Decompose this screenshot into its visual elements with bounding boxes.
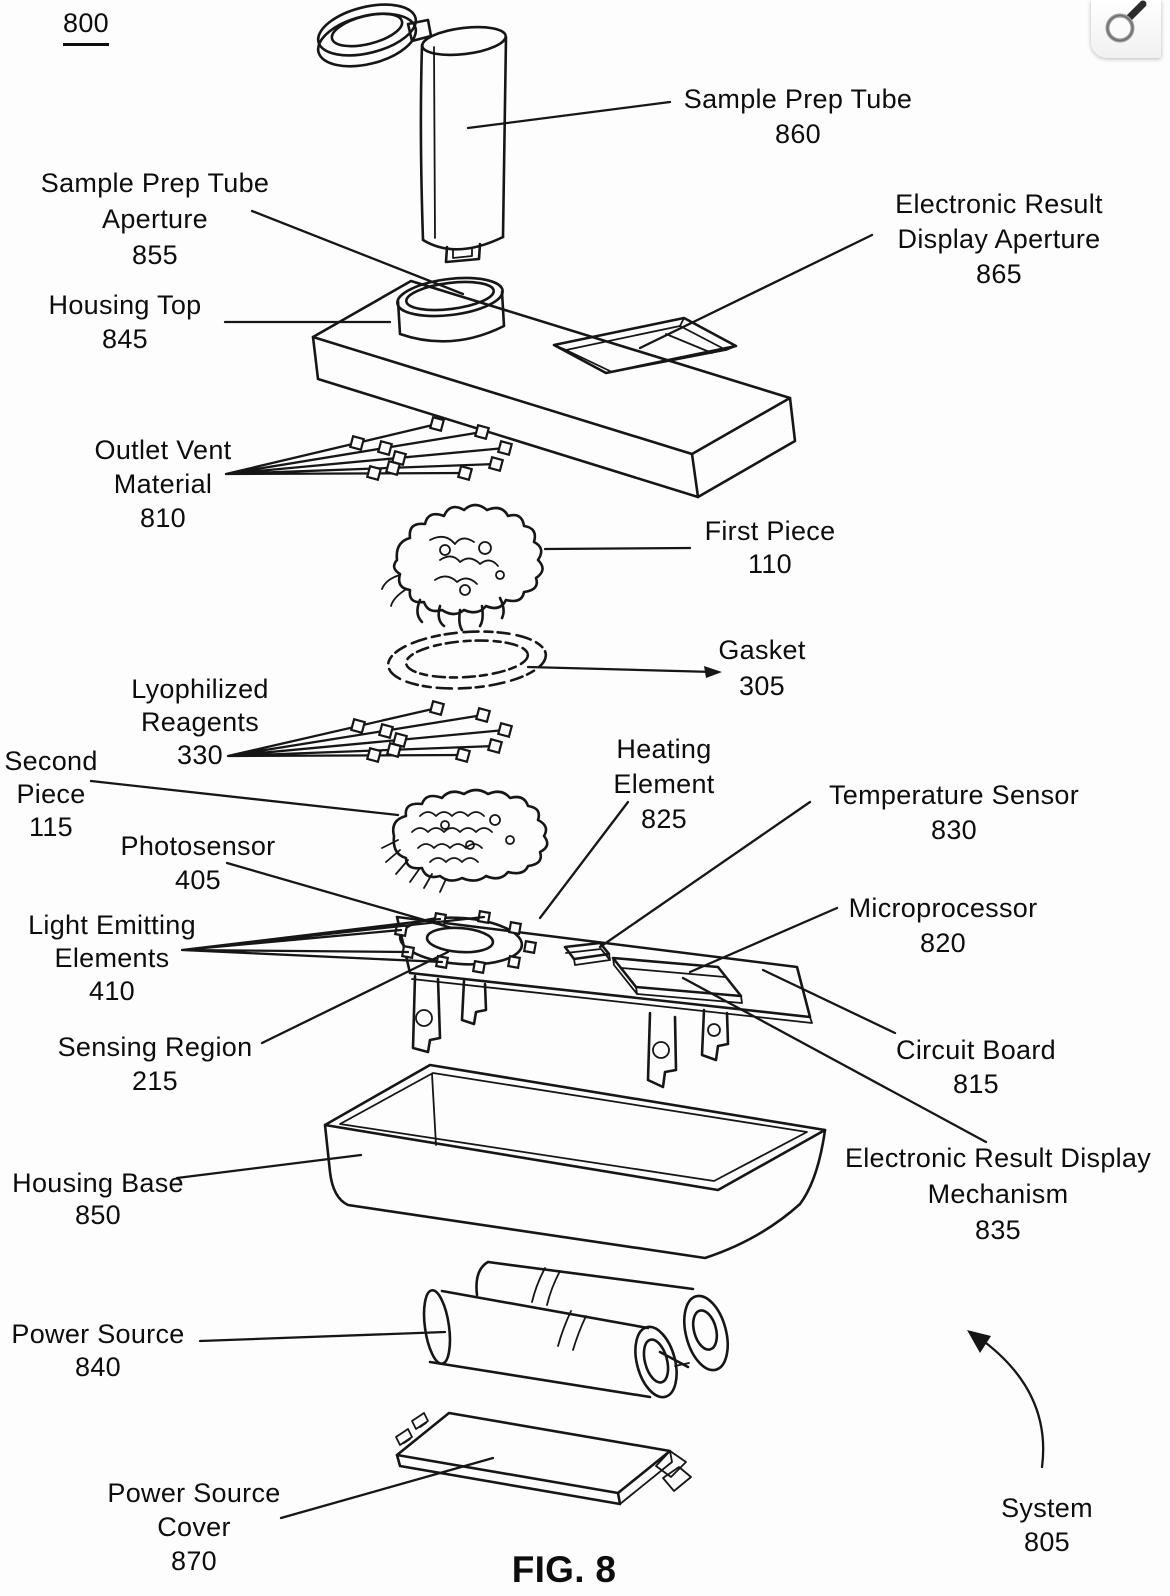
housing-top-drawing xyxy=(311,276,797,499)
leader-lines xyxy=(89,100,988,1520)
second-piece-drawing xyxy=(381,788,549,893)
temperature-sensor-drawing xyxy=(563,941,611,966)
sensing-region-drawing xyxy=(398,916,524,966)
power-source-drawing xyxy=(422,1260,729,1399)
figure-ref-800: 800 xyxy=(63,6,109,46)
outlet-vent-material-drawing xyxy=(224,415,514,482)
gasket-drawing xyxy=(386,630,548,690)
housing-base-drawing xyxy=(323,1063,827,1260)
system-arrow xyxy=(967,1330,1045,1469)
sample-prep-tube-drawing xyxy=(316,3,508,264)
microprocessor-drawing xyxy=(611,956,743,1004)
first-piece-drawing xyxy=(381,503,544,632)
power-source-cover-drawing xyxy=(395,1411,692,1506)
lyophilized-reagents-drawing xyxy=(226,699,514,764)
magnifier-zoom-button[interactable] xyxy=(1091,0,1161,58)
figure-caption: FIG. 8 xyxy=(511,1549,617,1590)
circuit-board-drawing xyxy=(393,909,813,1089)
light-emitting-elements-drawing xyxy=(393,909,538,975)
magnifier-icon xyxy=(1105,0,1147,43)
